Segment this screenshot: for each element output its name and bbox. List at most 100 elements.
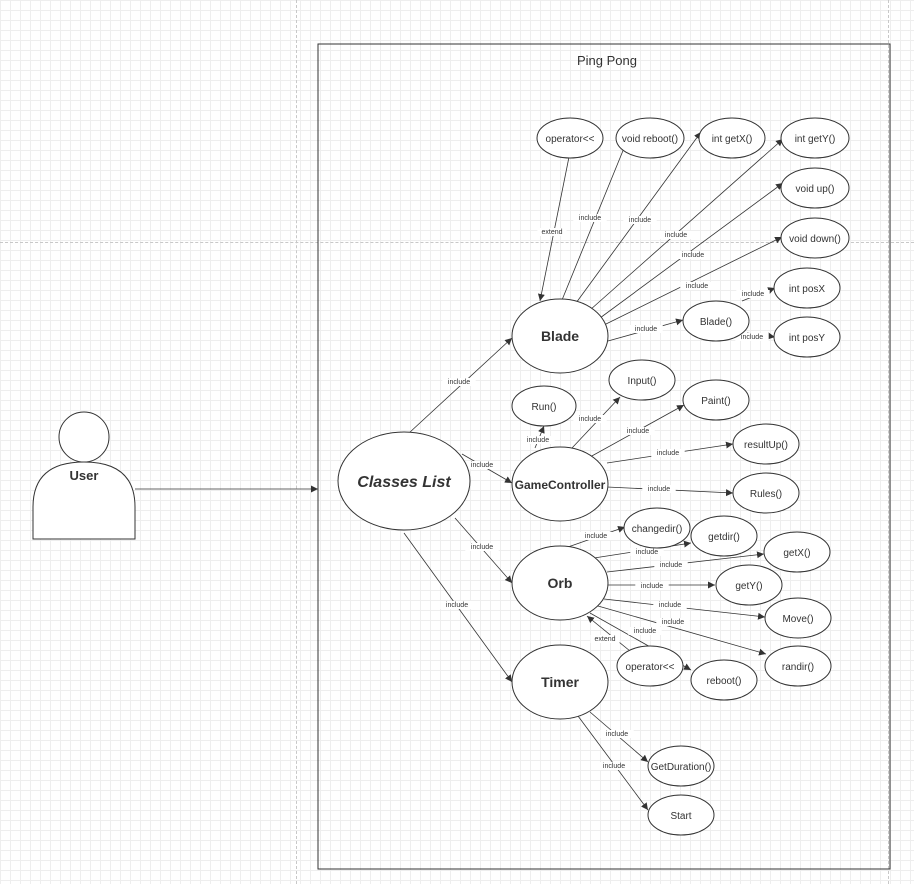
orb-getx-ellipse[interactable]	[763, 531, 831, 573]
edge-label-bg-blade-up	[676, 251, 710, 259]
guide-line-vertical-right	[888, 0, 889, 884]
orb-getx-label: getX()	[783, 548, 810, 559]
edge-blade-gety[interactable]	[589, 138, 784, 311]
timer-getduration-ellipse[interactable]	[647, 745, 715, 787]
orb-label: Orb	[548, 575, 573, 591]
classes-list-label: Classes List	[357, 474, 451, 491]
blade-void-reboot-label: void reboot()	[622, 134, 678, 145]
orb-move-label: Move()	[782, 614, 813, 625]
edge-label-bg-orb-gety	[635, 582, 669, 590]
edge-label-gc-resultup: include	[657, 450, 679, 457]
blade-int-posx-ellipse[interactable]	[773, 267, 841, 309]
gc-input-label: Input()	[628, 376, 657, 387]
blade-void-down-ellipse[interactable]	[780, 217, 850, 259]
edge-blade-down[interactable]	[603, 236, 783, 326]
blade-constructor-label: Blade()	[700, 317, 732, 328]
blade-operator-label: operator<<	[546, 134, 595, 145]
edge-label-classes-gamecontroller: include	[471, 462, 493, 469]
gc-run-ellipse[interactable]	[511, 385, 577, 427]
gc-rules-ellipse[interactable]	[732, 472, 800, 514]
blade-ellipse[interactable]	[511, 298, 609, 374]
edge-label-blade-getx: include	[629, 217, 651, 224]
gc-resultup-ellipse[interactable]	[732, 423, 800, 465]
edge-label-bg-operator-extend-blade	[537, 228, 567, 236]
edge-label-orb-randir: include	[662, 619, 684, 626]
blade-void-up-label: void up()	[796, 184, 835, 195]
edge-label-operator-extend-orb: extend	[594, 636, 615, 643]
blade-void-reboot-ellipse[interactable]	[615, 117, 685, 159]
edge-label-orb-getx: include	[660, 562, 682, 569]
edge-label-bg-orb-move	[653, 601, 687, 609]
edge-label-gc-rules: include	[648, 486, 670, 493]
orb-operator-label: operator<<	[626, 662, 675, 673]
edge-label-orb-move: include	[659, 602, 681, 609]
edge-label-bg-timer-getduration	[600, 730, 634, 738]
edge-label-bg-blade-constructor	[629, 325, 663, 333]
orb-gety-ellipse[interactable]	[715, 564, 783, 606]
blade-int-getx-label: int getX()	[712, 134, 753, 145]
blade-constructor-ellipse[interactable]	[682, 300, 750, 342]
orb-randir-label: randir()	[782, 662, 814, 673]
blade-label: Blade	[541, 328, 579, 344]
gamecontroller-ellipse[interactable]	[511, 446, 609, 522]
edge-label-bg-blade-voidreboot	[573, 214, 607, 222]
edge-label-blade-voidreboot: include	[579, 215, 601, 222]
orb-getdir-label: getdir()	[708, 532, 740, 543]
orb-randir-ellipse[interactable]	[764, 645, 832, 687]
edge-label-constructor-posx: include	[742, 291, 764, 298]
blade-int-gety-ellipse[interactable]	[780, 117, 850, 159]
edge-label-bg-gc-resultup	[651, 449, 685, 457]
edge-label-timer-getduration: include	[606, 731, 628, 738]
edge-label-bg-orb-changedir	[579, 532, 613, 540]
edge-label-constructor-posy: include	[741, 334, 763, 341]
edge-label-bg-gc-paint	[621, 427, 655, 435]
edge-label-bg-gc-rules	[642, 485, 676, 493]
edge-label-timer-start: include	[603, 763, 625, 770]
blade-int-gety-label: int getY()	[795, 134, 836, 145]
edge-label-classes-blade: include	[448, 379, 470, 386]
actor-label: User	[70, 468, 99, 483]
blade-int-posy-label: int posY	[789, 333, 825, 344]
timer-start-ellipse[interactable]	[647, 794, 715, 836]
gc-paint-ellipse[interactable]	[682, 379, 750, 421]
edge-operator-extend-orb[interactable]	[586, 615, 631, 652]
edge-label-bg-constructor-posy	[735, 333, 769, 341]
gc-input-ellipse[interactable]	[608, 359, 676, 401]
orb-operator-ellipse[interactable]	[616, 645, 684, 687]
edge-label-bg-orb-getx	[654, 561, 688, 569]
edge-label-bg-orb-getdir	[630, 548, 664, 556]
edge-label-gc-input: include	[579, 416, 601, 423]
blade-operator-ellipse[interactable]	[536, 117, 604, 159]
edge-label-bg-constructor-posx	[736, 290, 770, 298]
orb-changedir-ellipse[interactable]	[623, 507, 691, 549]
timer-start-label: Start	[670, 811, 691, 822]
blade-void-up-ellipse[interactable]	[780, 167, 850, 209]
blade-int-getx-ellipse[interactable]	[698, 117, 766, 159]
user-actor[interactable]: User	[32, 411, 136, 540]
orb-move-ellipse[interactable]	[764, 597, 832, 639]
edge-label-bg-blade-getx	[623, 216, 657, 224]
orb-ellipse[interactable]	[511, 545, 609, 621]
edge-label-bg-blade-down	[680, 282, 714, 290]
blade-void-down-label: void down()	[789, 234, 841, 245]
edge-label-orb-gety: include	[641, 583, 663, 590]
edge-label-classes-timer: include	[446, 602, 468, 609]
blade-int-posx-label: int posX	[789, 284, 825, 295]
actor-head	[58, 411, 110, 463]
timer-ellipse[interactable]	[511, 644, 609, 720]
system-boundary	[317, 43, 891, 870]
guide-line-vertical-left	[296, 0, 297, 884]
gc-resultup-label: resultUp()	[744, 440, 788, 451]
orb-reboot-ellipse[interactable]	[690, 659, 758, 701]
edge-label-bg-classes-blade	[442, 378, 476, 386]
orb-getdir-ellipse[interactable]	[690, 515, 758, 557]
edge-blade-up[interactable]	[599, 182, 784, 319]
classes-list-ellipse[interactable]	[337, 431, 471, 531]
edge-orb-randir[interactable]	[597, 605, 767, 656]
blade-int-posy-ellipse[interactable]	[773, 316, 841, 358]
edge-label-orb-getdir: include	[636, 549, 658, 556]
timer-label: Timer	[541, 674, 579, 690]
edge-label-gc-paint: include	[627, 428, 649, 435]
edge-label-bg-gc-input	[573, 415, 607, 423]
